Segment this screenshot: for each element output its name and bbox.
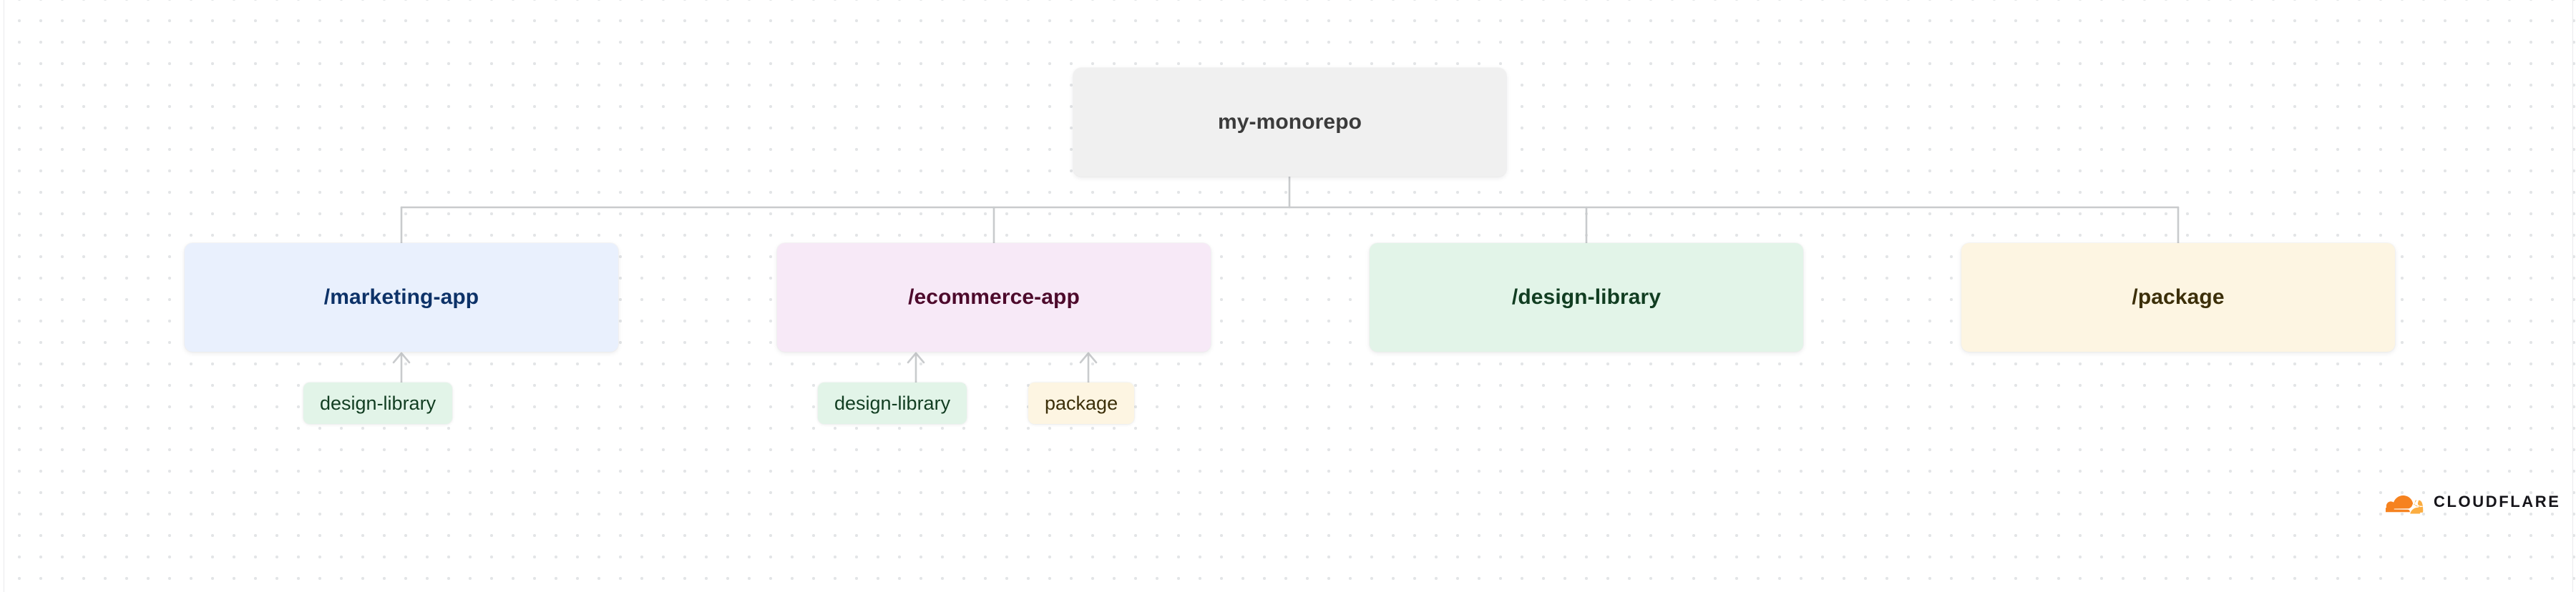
node-ecommerce-app[interactable]: /ecommerce-app (777, 243, 1211, 352)
dependency-pill-ecommerce-package[interactable]: package (1028, 383, 1135, 424)
node-marketing-app[interactable]: /marketing-app (185, 243, 618, 352)
node-label-ecommerce-app: /ecommerce-app (908, 285, 1080, 309)
dependency-pill-label: design-library (320, 392, 436, 414)
cloudflare-cloud-icon (2386, 495, 2424, 514)
arrowhead-ecommerce-design (907, 352, 925, 364)
node-label-design-library: /design-library (1511, 285, 1662, 309)
node-my-monorepo[interactable]: my-monorepo (1073, 68, 1506, 177)
node-package[interactable]: /package (1961, 243, 2395, 352)
node-label-marketing-app: /marketing-app (323, 285, 479, 309)
node-label-package: /package (2132, 285, 2225, 309)
cloudflare-logo: CLOUDFLARE (2386, 490, 2561, 514)
dependency-pill-marketing-design-library[interactable]: design-library (303, 383, 453, 424)
dependency-pill-ecommerce-design-library[interactable]: design-library (818, 383, 967, 424)
arrowhead-ecommerce-package (1079, 352, 1098, 364)
node-label-my-monorepo: my-monorepo (1217, 110, 1362, 134)
node-design-library[interactable]: /design-library (1370, 243, 1803, 352)
arrowhead-marketing-design (392, 352, 411, 364)
cloudflare-wordmark: CLOUDFLARE (2434, 493, 2561, 510)
dependency-pill-label: package (1045, 392, 1118, 414)
dependency-pill-label: design-library (834, 392, 951, 414)
